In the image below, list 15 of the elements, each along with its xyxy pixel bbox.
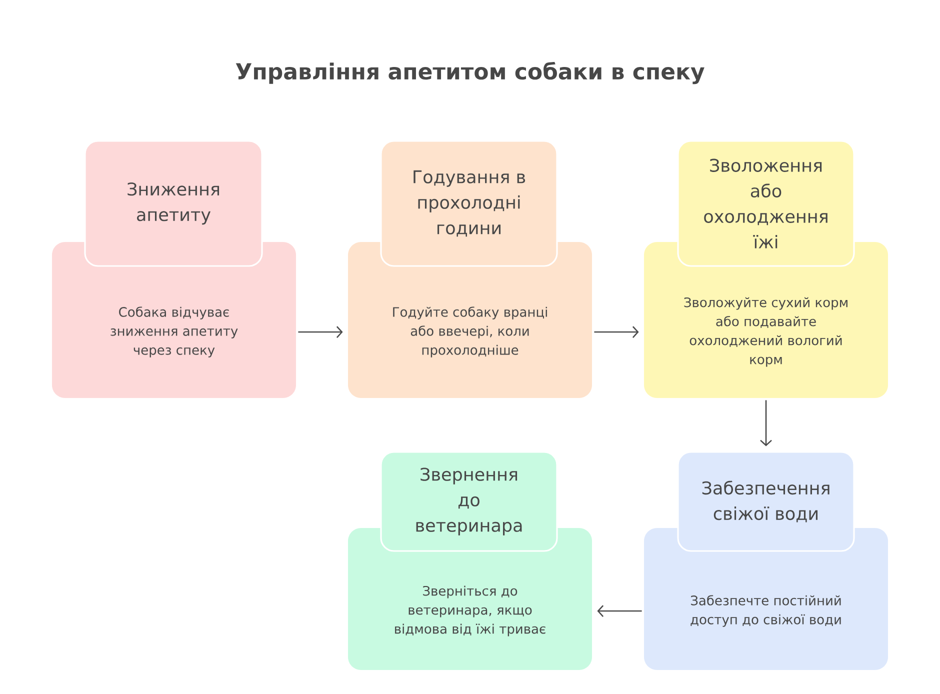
arrow [597, 605, 642, 617]
title-card: Звернення до ветеринара [380, 451, 558, 552]
title: Управління апетитом собаки в спеку [236, 62, 704, 84]
node-label: Годуйте собаку вранці або ввечері, коли прохолодніше [393, 306, 547, 358]
arrow [298, 326, 343, 338]
node-label: Забезпечте постійний доступ до свіжої води [690, 595, 841, 627]
title-card: Зволоження або охолодження їжі [677, 140, 855, 267]
node-label: Собака відчуває зниження апетиту через спеку [110, 306, 238, 358]
node-label: Зверніться до ветеринара, якщо відмова від їжі триває [395, 586, 546, 636]
arrow [760, 400, 772, 446]
title-card: Зниження апетиту [84, 140, 263, 267]
title-card: Забезпечення свіжої води [677, 451, 855, 552]
node-label: Зволожуйте сухий корм або подавайте охолоджений вологий корм [684, 297, 848, 367]
arrow [594, 326, 639, 338]
title-card: Годування в прохолодні години [380, 140, 558, 267]
